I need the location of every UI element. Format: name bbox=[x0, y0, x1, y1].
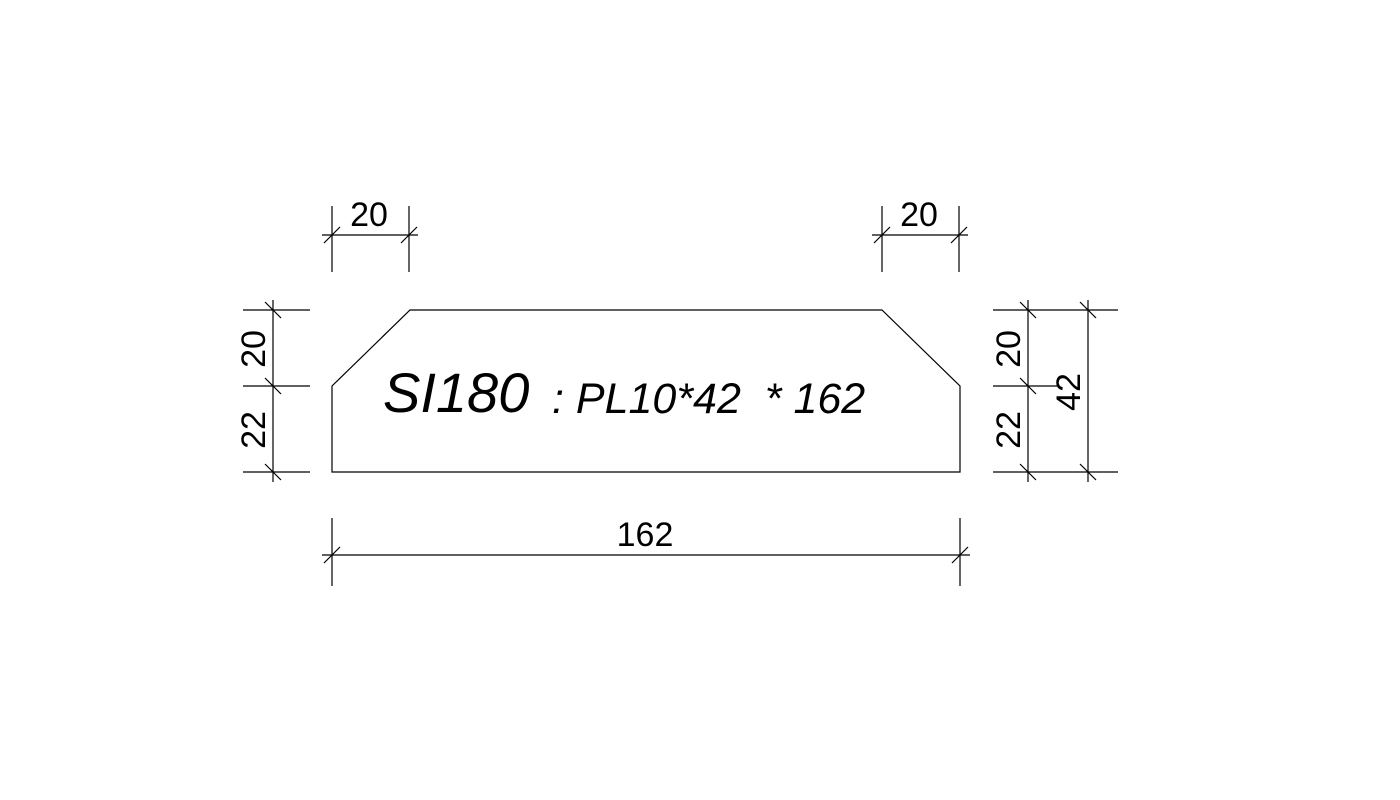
dim-right-lower-label: 22 bbox=[990, 411, 1028, 449]
dim-overall-width-label: 162 bbox=[617, 516, 674, 554]
dim-top-right-chamfer-label: 20 bbox=[900, 196, 938, 234]
dim-top-left-chamfer: 20 bbox=[322, 196, 418, 272]
plate-outline bbox=[331, 309, 961, 473]
dim-left-heights: 20 22 bbox=[235, 300, 310, 482]
dim-left-lower-label: 22 bbox=[235, 411, 273, 449]
dim-overall-width: 162 bbox=[322, 516, 970, 586]
dim-top-left-chamfer-label: 20 bbox=[350, 196, 388, 234]
dim-top-right-chamfer: 20 bbox=[872, 196, 968, 272]
dim-right-upper-label: 20 bbox=[990, 330, 1028, 368]
dim-right-heights: 20 22 42 bbox=[990, 300, 1118, 482]
plate-specification: : PL10*42 * 162 bbox=[552, 375, 865, 423]
dim-left-upper-label: 20 bbox=[235, 330, 273, 368]
dim-overall-height-label: 42 bbox=[1050, 373, 1088, 411]
part-mark: SI180 bbox=[383, 361, 529, 424]
